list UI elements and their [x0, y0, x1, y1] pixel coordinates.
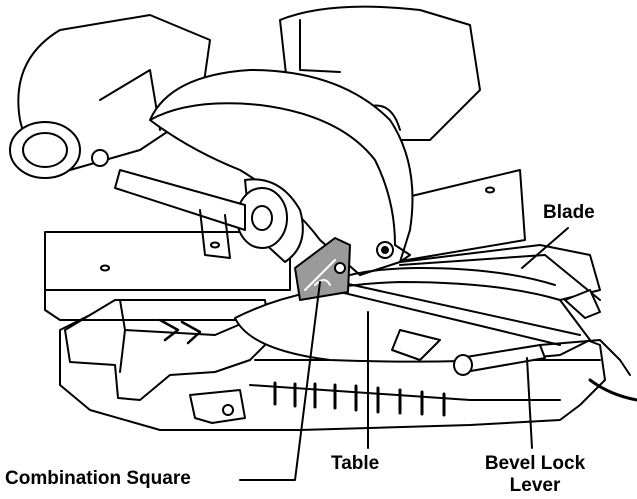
- table-label: Table: [331, 453, 380, 474]
- table-top: [234, 254, 601, 363]
- blade-label: Blade: [543, 202, 595, 223]
- leader-combination-square: [239, 281, 321, 481]
- left-base-extension: [64, 299, 271, 424]
- bevel-lock-lever: [453, 289, 637, 402]
- blade: [114, 169, 556, 286]
- bevel-lock-lever-label-line1: Bevel Lock: [484, 453, 586, 474]
- combination-square: [294, 237, 351, 301]
- leader-blade: [521, 227, 569, 269]
- leader-bevel: [526, 357, 533, 449]
- leader-lines: [239, 227, 569, 481]
- bevel-lock-lever-label-line2: Lever: [509, 475, 561, 496]
- combination-square-label: Combination Square: [5, 468, 191, 489]
- bevel-lock-lever-label: Bevel Lock Lever: [470, 453, 600, 497]
- blade-guard: [149, 69, 414, 276]
